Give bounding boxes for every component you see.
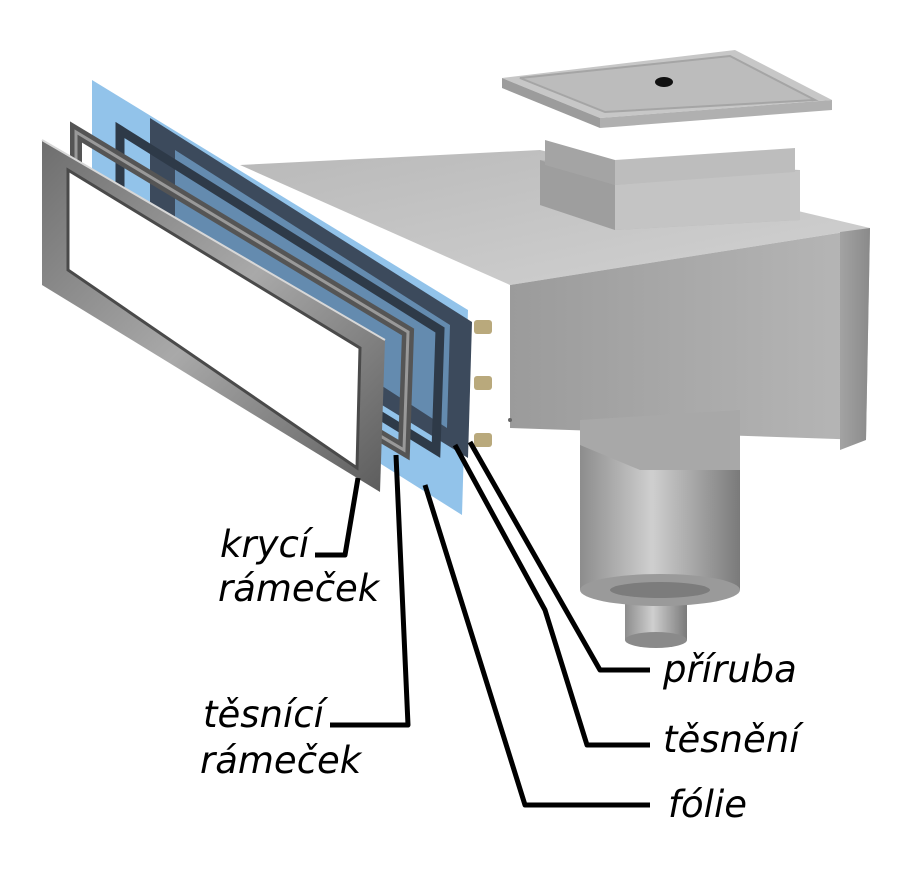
leader-kryci-ramecek	[315, 477, 361, 558]
skimmer-body	[240, 50, 870, 648]
leader-tesnici-ramecek	[330, 454, 411, 728]
flange-bolts	[474, 320, 512, 447]
leader-folie	[422, 484, 650, 808]
label-tesneni: těsnění	[663, 718, 800, 761]
label-tesnici-line1: těsnící	[203, 693, 324, 736]
lid-collar	[540, 140, 800, 230]
label-tesnici-line2: rámeček	[200, 739, 362, 782]
skimmer-lid	[502, 50, 832, 128]
label-kryci-line2: rámeček	[218, 567, 380, 610]
exploded-frames	[41, 80, 472, 515]
label-priruba: příruba	[663, 648, 797, 691]
cover-frame	[41, 139, 386, 492]
leader-priruba	[467, 440, 650, 673]
label-kryci-line1: krycí	[220, 523, 310, 566]
leader-tesneni	[452, 443, 650, 748]
leader-lines	[315, 440, 650, 808]
label-folie: fólie	[668, 783, 747, 826]
